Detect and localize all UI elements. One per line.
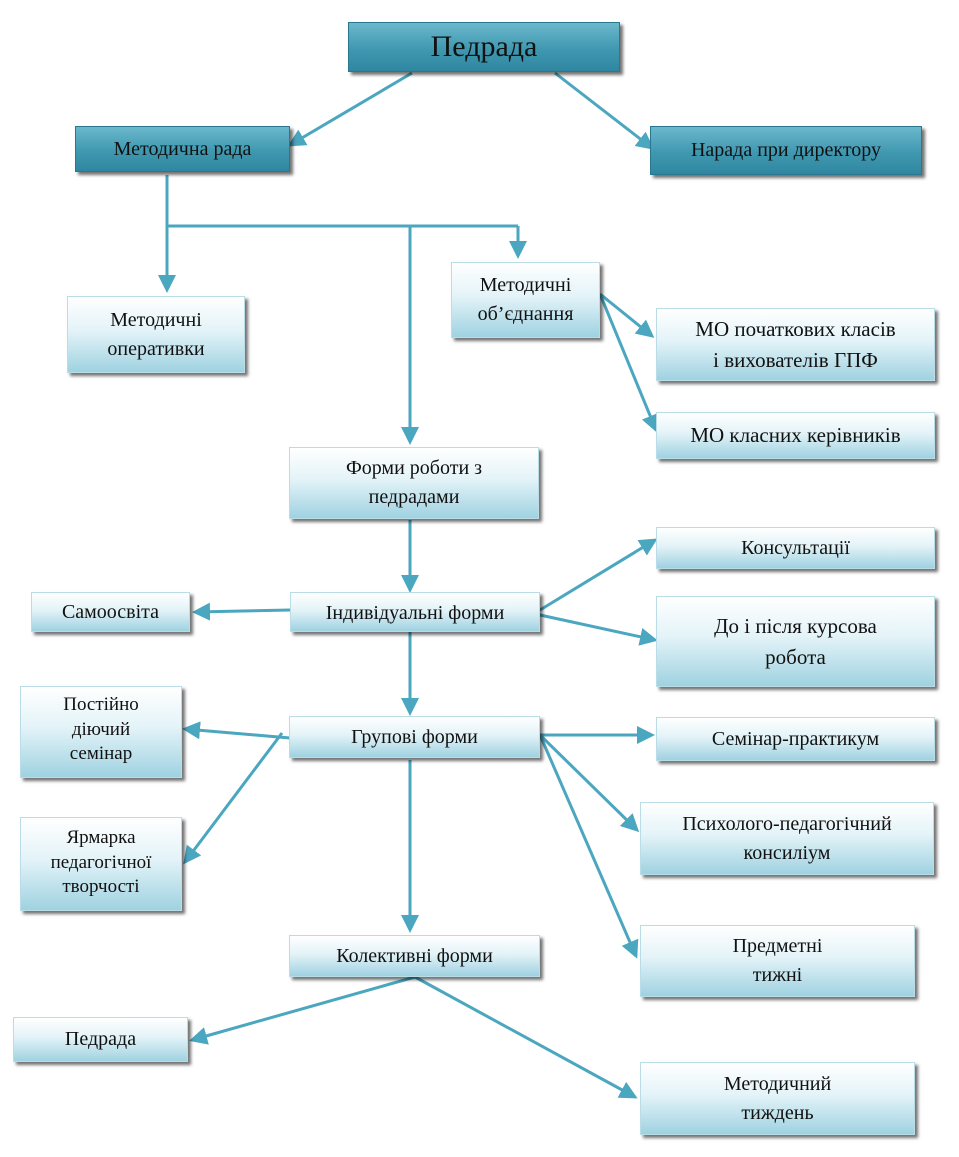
node-operatyvky: Методичні оперативки xyxy=(67,296,245,373)
node-indyvidualni: Індивідуальні форми xyxy=(290,592,540,632)
node-obiednannia: Методичні об’єднання xyxy=(451,262,600,338)
arrow-kolektyvni-pedrada xyxy=(189,975,416,1045)
node-formy-roboty: Форми роботи з педрадами xyxy=(289,447,539,519)
node-samoosvita: Самоосвіта xyxy=(31,592,190,632)
node-kolektyvni: Колективні форми xyxy=(289,935,540,977)
node-konsultatsii: Консультації xyxy=(656,527,935,569)
node-pedrada-bottom: Педрада xyxy=(13,1017,188,1062)
arrow-obiednannia-mo-pochatkovykh xyxy=(599,292,655,338)
node-hrupovi: Групові форми xyxy=(289,716,540,758)
arrow-obiednannia-mo-klasnykh xyxy=(598,293,659,433)
arrow-indyvidualni-kursova xyxy=(539,613,658,646)
arrow-indyvidualni-samoosvita xyxy=(192,602,291,621)
node-narada: Нарада при директору xyxy=(650,126,922,175)
node-mo-klasnykh: МО класних керівників xyxy=(656,412,935,459)
arrow-hrupovi-postiino xyxy=(182,721,291,740)
node-pedrada-top: Педрада xyxy=(348,22,620,72)
node-kursova: До і після курсова робота xyxy=(656,596,935,687)
node-psykholoho: Психолого-педагогічний консиліум xyxy=(640,802,934,875)
node-seminar-praktykum: Семінар-практикум xyxy=(656,717,935,761)
node-postiino: Постійно діючий семінар xyxy=(20,686,182,778)
node-predmetni: Предметні тижні xyxy=(640,925,915,997)
node-metodychna-rada: Методична рада xyxy=(75,126,290,172)
arrow-hrupovi-psykholoho xyxy=(538,733,640,833)
arrow-pedrada-narada xyxy=(554,71,655,150)
arrow-hrupovi-predmetni xyxy=(538,734,639,959)
node-yarmarka: Ярмарка педагогічної творчості xyxy=(20,817,182,911)
node-metodychnyi-tyzhden: Методичний тиждень xyxy=(640,1062,915,1135)
arrow-kolektyvni-tyzhden xyxy=(414,975,638,1099)
arrow-indyvidualni-konsultatsii xyxy=(539,538,658,612)
arrow-pedrada-metodychna xyxy=(287,71,413,147)
node-mo-pochatkovykh: МО початкових класів і вихователів ГПФ xyxy=(656,308,935,381)
arrow-hrupovi-yarmarka xyxy=(183,732,284,865)
